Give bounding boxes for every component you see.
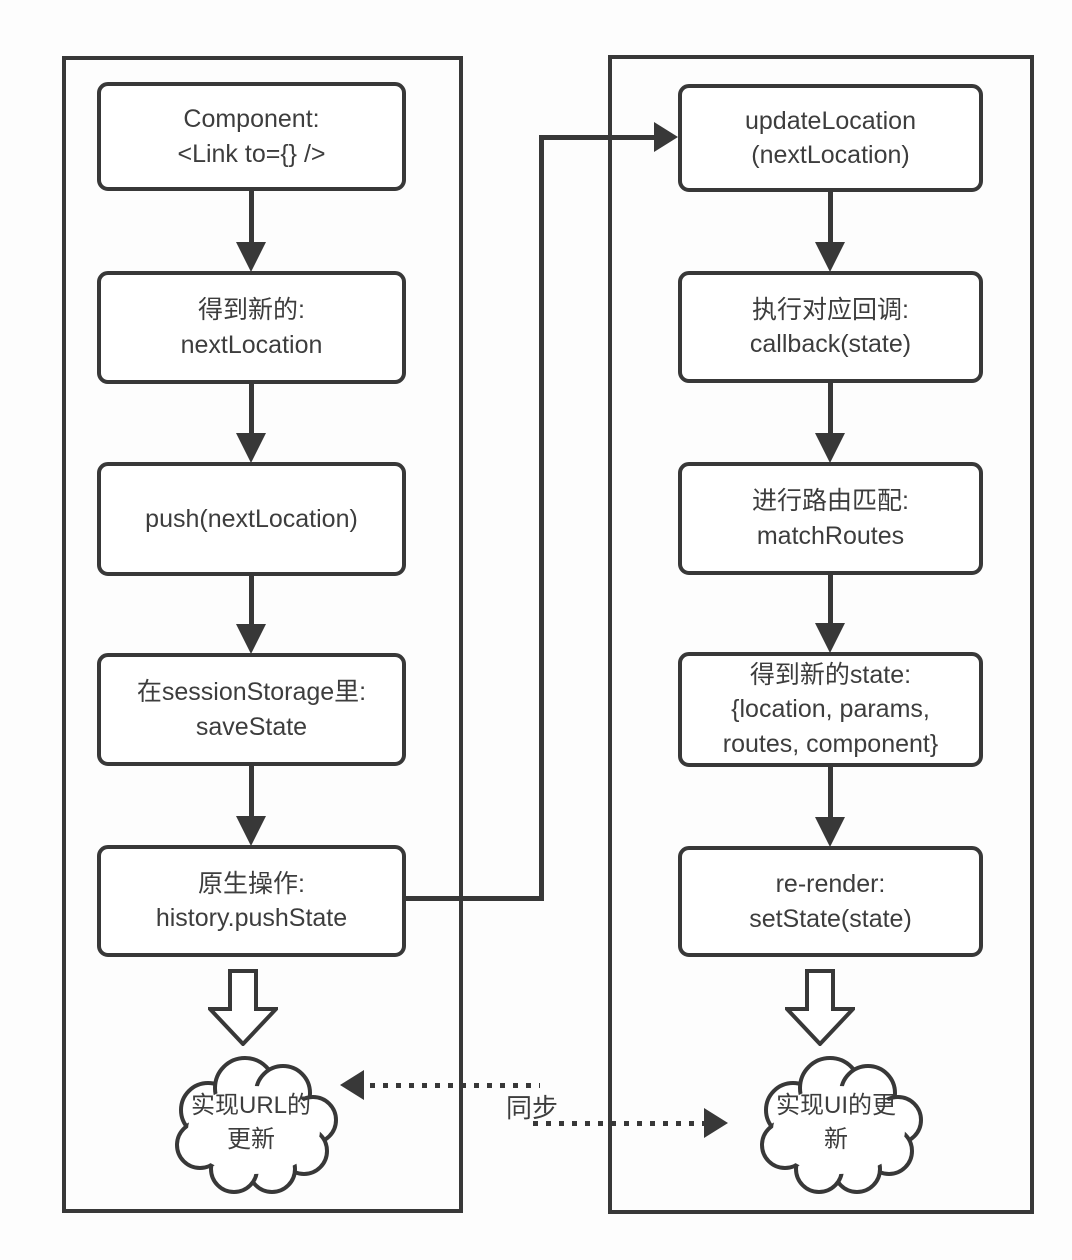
- box-text-line: 在sessionStorage里:: [136, 678, 367, 706]
- down-arrow-icon: [815, 192, 845, 272]
- box-text-line: <Link to={} />: [177, 139, 326, 168]
- arrow-head: [815, 242, 845, 272]
- box-text-line: Component:: [183, 105, 320, 133]
- arrow-stem: [827, 192, 833, 242]
- arrow-head: [815, 817, 845, 847]
- sync-label: 同步: [506, 1093, 559, 1123]
- box-text-line: history.pushState: [155, 904, 348, 932]
- box-text-line: 进行路由匹配:: [752, 487, 909, 515]
- cloud-label-ui-update: 实现UI的更 新: [750, 1063, 922, 1183]
- cloud-text-line: 实现UI的更: [776, 1092, 896, 1120]
- arrow-head: [236, 242, 266, 272]
- arrow-stem: [827, 575, 833, 623]
- box-text-line: 执行对应回调:: [752, 295, 909, 324]
- cloud-text-line: 实现URL的: [190, 1092, 311, 1120]
- flow-box-next-location: 得到新的: nextLocation: [97, 271, 406, 384]
- cloud-shape-ui-update: [760, 1056, 923, 1194]
- arrow-stem: [827, 383, 833, 433]
- box-text-line: (nextLocation): [751, 141, 910, 169]
- flow-box-link-component: Component: <Link to={} />: [97, 82, 406, 191]
- box-text-line: updateLocation: [745, 106, 916, 135]
- block-down-arrow-icon: [208, 969, 278, 1046]
- flow-box-callback: 执行对应回调: callback(state): [678, 271, 983, 383]
- down-arrow-icon: [236, 383, 266, 463]
- box-text-line: re-render:: [775, 870, 886, 898]
- arrow-stem: [248, 765, 254, 816]
- flow-box-save-state: 在sessionStorage里: saveState: [97, 653, 406, 766]
- down-arrow-icon: [236, 765, 266, 846]
- down-arrow-icon: [815, 767, 845, 847]
- block-down-arrow-icon: [785, 969, 855, 1046]
- arrow-head: [236, 433, 266, 463]
- cloud-label-url-update: 实现URL的 更新: [165, 1063, 337, 1183]
- box-text-line: callback(state): [749, 330, 912, 358]
- box-text-line: saveState: [195, 712, 308, 741]
- right-arrowhead-icon: [654, 122, 678, 152]
- sync-dotted-line-to-ui: [533, 1121, 704, 1126]
- box-text-line: matchRoutes: [756, 521, 905, 550]
- box-text-line: setState(state): [749, 904, 912, 933]
- arrow-head: [236, 816, 266, 846]
- elbow-connector-top-segment: [539, 135, 655, 140]
- arrow-head: [815, 433, 845, 463]
- sync-dotted-line-to-url: [370, 1083, 540, 1088]
- down-arrow-icon: [815, 575, 845, 653]
- box-text-line: 原生操作:: [198, 869, 305, 898]
- flow-box-push: push(nextLocation): [97, 462, 406, 576]
- cloud-shape-url-update: [175, 1056, 338, 1194]
- box-text-line: nextLocation: [180, 330, 323, 359]
- down-arrow-icon: [236, 575, 266, 654]
- elbow-connector-bottom-segment: [405, 896, 544, 901]
- arrow-head: [236, 624, 266, 654]
- elbow-connector-vertical-segment: [539, 135, 544, 901]
- right-arrowhead-icon: [704, 1108, 728, 1138]
- left-flow-container: [62, 56, 463, 1213]
- down-arrow-icon: [815, 383, 845, 463]
- down-arrow-icon: [236, 190, 266, 272]
- cloud-text-line: 更新: [227, 1126, 275, 1153]
- box-text-line: {location, params,: [731, 695, 930, 724]
- flow-box-update-location: updateLocation (nextLocation): [678, 84, 983, 192]
- box-text-line: push(nextLocation): [145, 504, 358, 533]
- arrow-stem: [248, 190, 254, 242]
- flow-box-set-state: re-render: setState(state): [678, 846, 983, 957]
- box-text-line: routes, component}: [722, 729, 939, 758]
- box-text-line: 得到新的state:: [749, 660, 912, 689]
- right-flow-container: [608, 55, 1034, 1214]
- flow-box-new-state: 得到新的state: {location, params, routes, co…: [678, 652, 983, 767]
- flow-box-match-routes: 进行路由匹配: matchRoutes: [678, 462, 983, 575]
- cloud-text-line: 新: [824, 1126, 848, 1153]
- arrow-stem: [248, 575, 254, 624]
- left-arrowhead-icon: [340, 1070, 364, 1100]
- flow-box-push-state: 原生操作: history.pushState: [97, 845, 406, 957]
- arrow-stem: [827, 767, 833, 817]
- arrow-stem: [248, 383, 254, 433]
- box-text-line: 得到新的:: [198, 296, 305, 324]
- arrow-head: [815, 623, 845, 653]
